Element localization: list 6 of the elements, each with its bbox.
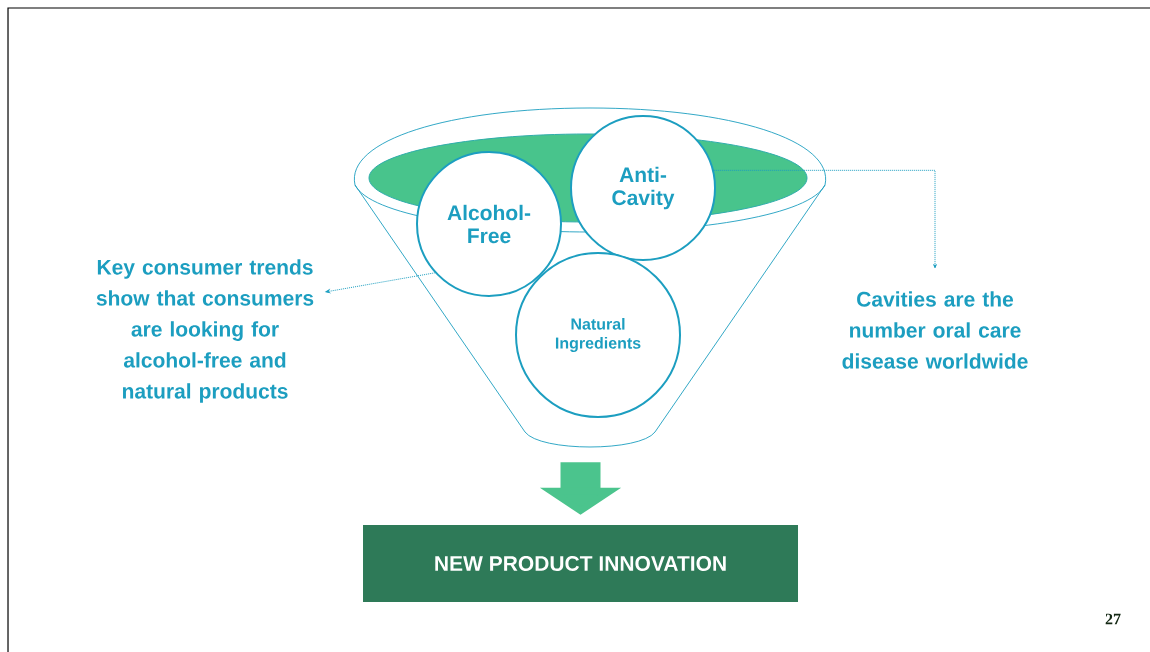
result-box: NEW PRODUCT INNOVATION	[363, 525, 798, 602]
callout-text: Cavities are the number oral care disease worldwide	[842, 291, 1028, 369]
leader-arrow	[713, 169, 937, 269]
callout-text: Key consumer trends show that consumers are looking for alcohol-free and natural products	[96, 259, 314, 403]
leader-arrow	[325, 272, 436, 294]
page-number: 27	[1105, 613, 1121, 625]
